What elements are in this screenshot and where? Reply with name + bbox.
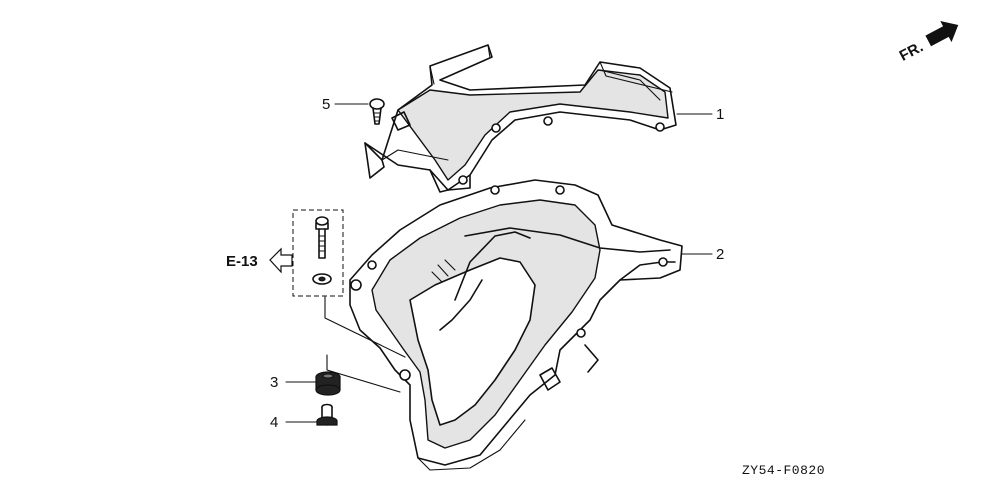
callout-1: 1 — [716, 106, 724, 123]
assembly-lines — [324, 296, 406, 393]
part-4-collar[interactable] — [316, 403, 338, 426]
callout-4: 4 — [270, 414, 278, 431]
reference-arrow-icon — [269, 247, 293, 274]
part-2-lower-shroud[interactable] — [349, 179, 683, 471]
bolt-head — [315, 216, 329, 226]
drawing-code: ZY54-F0820 — [742, 463, 825, 478]
callout-leaders — [285, 103, 713, 423]
part-1-upper-duct[interactable] — [364, 44, 677, 193]
callout-2: 2 — [716, 246, 724, 263]
front-direction-indicator: FR. — [897, 20, 959, 65]
front-arrow-icon — [925, 20, 959, 47]
callout-5: 5 — [322, 96, 330, 113]
part-5-screw[interactable] — [369, 98, 385, 125]
group-dashed-box — [292, 209, 344, 297]
callout-3: 3 — [270, 374, 278, 391]
bolt-washer-group[interactable] — [292, 209, 344, 297]
direction-label: FR. — [897, 38, 926, 64]
reference-e13[interactable]: E-13 — [226, 247, 293, 274]
reference-label: E-13 — [226, 253, 258, 270]
part-3-grommet[interactable] — [315, 371, 341, 396]
